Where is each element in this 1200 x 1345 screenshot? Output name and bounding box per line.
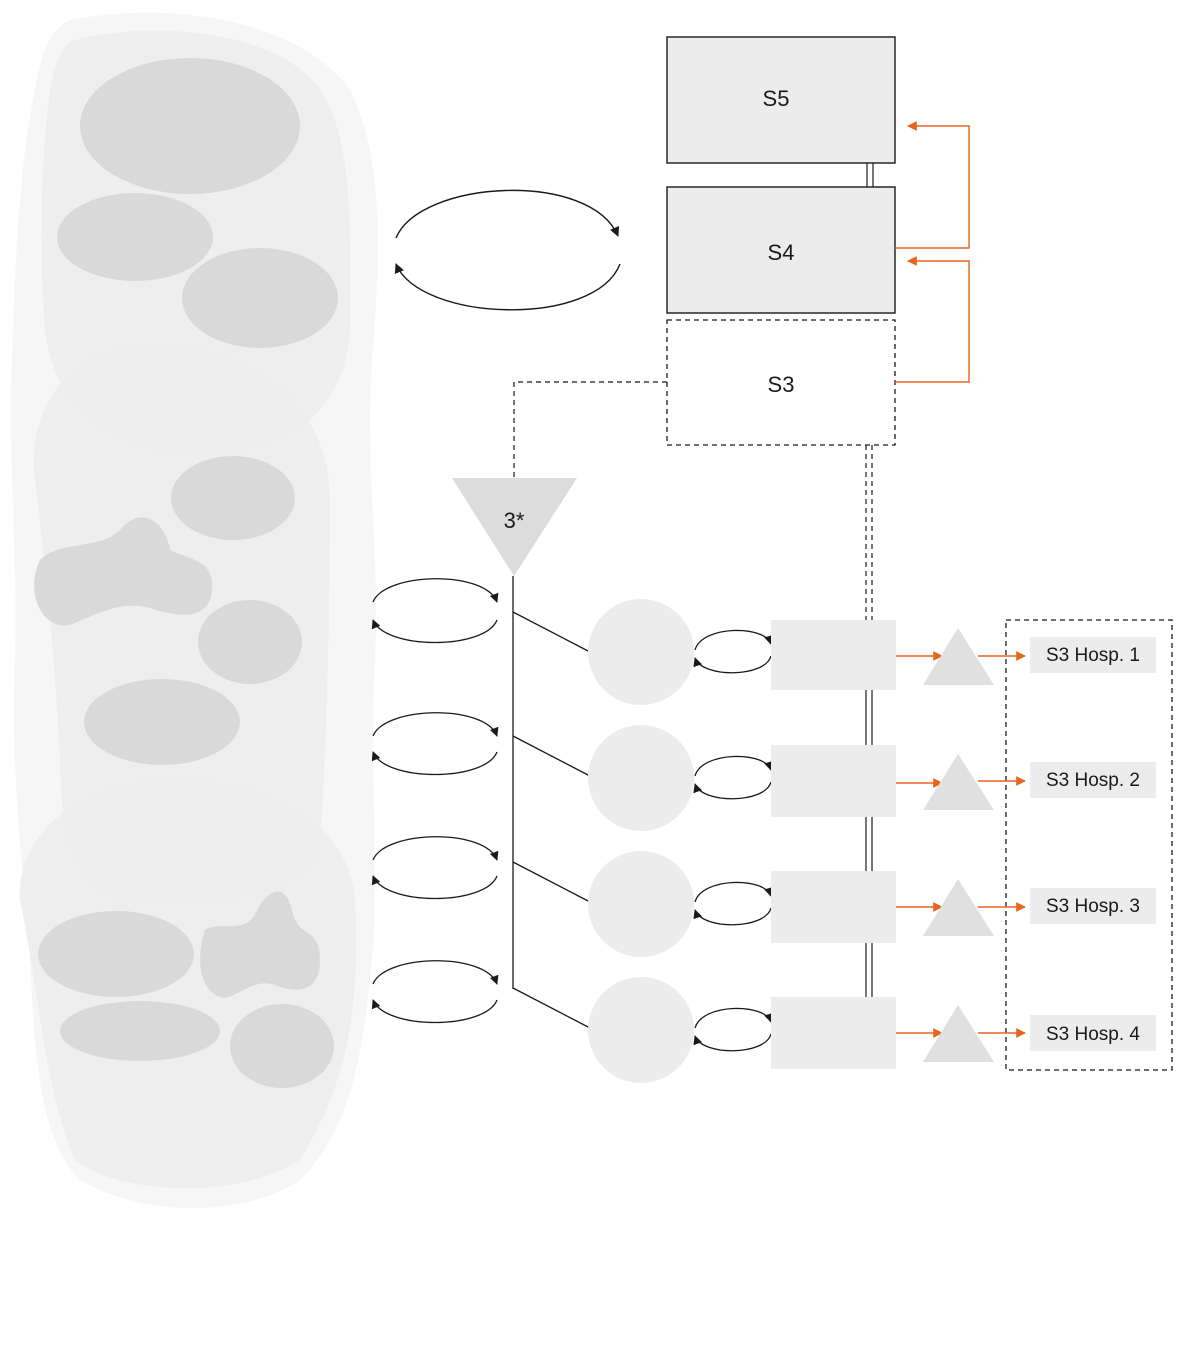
- env-loop-upper: [372, 836, 499, 861]
- op-loop-upper: [694, 755, 773, 777]
- s3-label: S3: [768, 372, 795, 397]
- hospital-label-box: [1030, 762, 1156, 798]
- op-mgmt-loop: [693, 1007, 773, 1052]
- environment-blob: [171, 456, 295, 540]
- env-loop-lower: [371, 751, 498, 776]
- management-box: [771, 997, 896, 1069]
- operation-circle: [588, 851, 694, 957]
- s3-star: 3*: [452, 478, 577, 576]
- audit-branch: [512, 735, 591, 777]
- operational-unit: S3 Hosp. 2: [371, 712, 1156, 831]
- env-loop-upper: [372, 712, 499, 737]
- op-mgmt-loop: [693, 755, 773, 800]
- operation-circle: [588, 599, 694, 705]
- audit-branch: [512, 861, 591, 903]
- hospitals-group: [1005, 619, 1173, 1071]
- op-loop-lower: [693, 655, 772, 674]
- s4-to-s5-arrow: [895, 121, 970, 249]
- s5-rect: [666, 36, 896, 164]
- regulator-triangle: [923, 754, 994, 810]
- loop-arrow-lower: [394, 263, 621, 311]
- op-loop-lower: [693, 907, 772, 926]
- s5-label: S5: [763, 86, 790, 111]
- s5-box: S5: [666, 36, 896, 164]
- regulator-triangle: [923, 1005, 994, 1062]
- env-loop-upper: [372, 960, 499, 985]
- op-mgmt-loop: [693, 881, 773, 926]
- env-loop: [371, 578, 499, 644]
- regulator-triangle: [923, 879, 994, 936]
- management-box: [771, 745, 896, 817]
- op-loop-upper: [694, 881, 773, 903]
- hospital-label: S3 Hosp. 1: [1046, 645, 1140, 666]
- op-loop-upper: [694, 629, 773, 651]
- env-loop-lower: [371, 999, 498, 1024]
- op-loop-lower: [693, 781, 772, 800]
- audit-branch: [512, 987, 591, 1029]
- loop-arrow-upper: [395, 189, 620, 239]
- hospital-label-box: [1030, 888, 1156, 924]
- s5-s4-channel: [866, 163, 874, 187]
- environment-blob: [60, 1001, 220, 1061]
- environment-blob: [182, 248, 338, 348]
- s3-to-s4-arrow: [895, 256, 970, 383]
- hospital-label-box: [1030, 1015, 1156, 1051]
- hospital-label-box: [1030, 637, 1156, 673]
- hospital-label: S3 Hosp. 4: [1046, 1024, 1140, 1045]
- s4-box: S4: [666, 186, 896, 314]
- regulator-triangle: [923, 628, 994, 685]
- hospital-label: S3 Hosp. 2: [1046, 770, 1140, 791]
- s4-label: S4: [768, 240, 795, 265]
- environment-blob: [80, 58, 300, 194]
- env-loop: [371, 960, 499, 1024]
- s3-box: S3: [666, 319, 896, 446]
- env-loop-upper: [372, 578, 499, 603]
- audit-branch: [512, 611, 591, 653]
- operational-unit: S3 Hosp. 4: [371, 960, 1156, 1083]
- environment-blob: [198, 600, 302, 684]
- command-channel: [865, 445, 873, 997]
- hospital-label: S3 Hosp. 3: [1046, 896, 1140, 917]
- management-box: [771, 871, 896, 943]
- op-loop-upper: [694, 1007, 773, 1029]
- env-loop: [371, 712, 499, 776]
- environment: [11, 12, 378, 1209]
- environment-s4-loop: [394, 189, 621, 311]
- management-box: [771, 620, 896, 690]
- environment-blob: [57, 193, 213, 281]
- environment-blob: [34, 517, 213, 626]
- operational-unit: S3 Hosp. 1: [371, 578, 1156, 705]
- environment-blob: [84, 679, 240, 765]
- feedback-arrows: [895, 121, 970, 383]
- environment-blob: [200, 891, 320, 998]
- environment-blob: [230, 1004, 334, 1088]
- env-loop: [371, 836, 499, 900]
- environment-blob: [38, 911, 194, 997]
- op-mgmt-loop: [693, 629, 773, 674]
- operation-circle: [588, 977, 694, 1083]
- env-loop-lower: [371, 875, 498, 900]
- operational-unit: S3 Hosp. 3: [371, 836, 1156, 957]
- s4-rect: [666, 186, 896, 314]
- operation-circle: [588, 725, 694, 831]
- env-loop-lower: [371, 619, 498, 644]
- s3-to-s3star-link: [513, 381, 667, 478]
- s3-star-triangle: [452, 478, 577, 576]
- s3-star-label: 3*: [504, 508, 525, 533]
- op-loop-lower: [693, 1033, 772, 1052]
